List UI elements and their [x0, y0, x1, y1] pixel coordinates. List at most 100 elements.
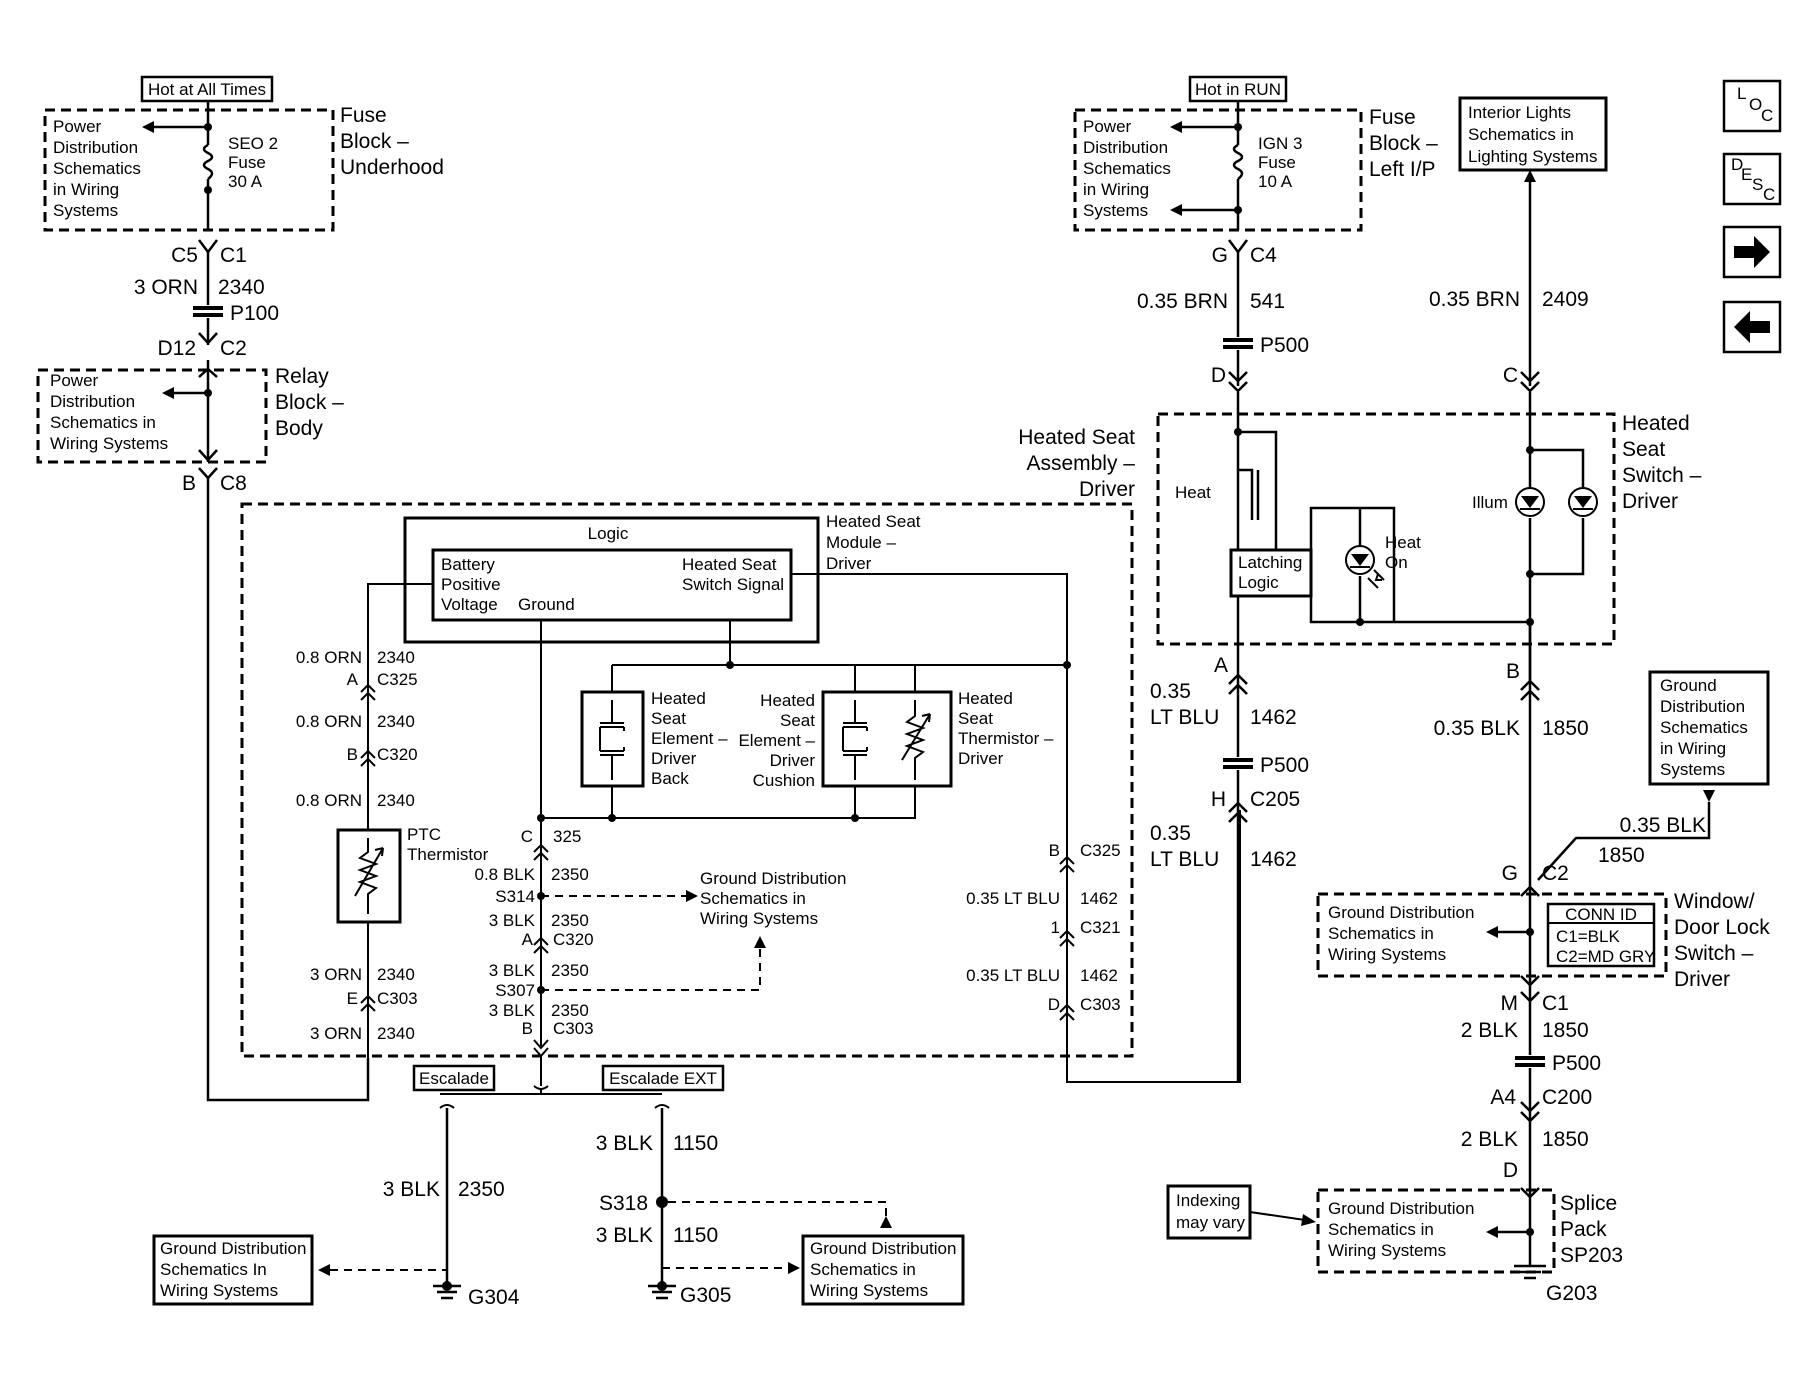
circuit-label: 2340 — [377, 965, 415, 984]
ign3-fuse-symbol — [1232, 143, 1244, 180]
seat-switch-name-2: Seat — [1622, 438, 1665, 461]
wire-label: 0.8 BLK — [475, 865, 536, 884]
circuit-label: 2350 — [551, 911, 589, 930]
connector-chevron-icon — [533, 843, 549, 861]
heated-seat-module: Logic Battery Positive Voltage Ground He… — [403, 512, 921, 644]
passthru-p500-label: P500 — [1260, 754, 1309, 777]
wire-label: 3 BLK — [596, 1132, 653, 1155]
connector-label: C303 — [553, 1019, 594, 1038]
signal-harness: B C325 0.35 LT BLU 1462 1 C321 0.35 LT B… — [966, 841, 1121, 1021]
connector-c1-label: C1 — [1542, 992, 1569, 1015]
next-arrow-button[interactable] — [1722, 225, 1782, 279]
ground-ref-4: in Wiring — [1660, 739, 1726, 758]
junction-dot — [1063, 661, 1071, 669]
connector-chevron-icon — [1228, 673, 1248, 695]
wire-feed-to-ptc — [206, 478, 370, 1102]
arrow-left-icon — [162, 387, 174, 399]
wire-label: 3 ORN — [310, 965, 362, 984]
ground-ref-3: Schematics — [1660, 718, 1748, 737]
relay-block-outline — [36, 368, 268, 464]
pin-d-label: D — [1503, 1159, 1518, 1182]
element-back-label-2: Seat — [651, 709, 686, 728]
ground-ref-right-3: Wiring Systems — [810, 1281, 928, 1300]
junction-dot — [726, 661, 734, 669]
connector-label: C321 — [1080, 918, 1121, 937]
ptc-thermistor-icon — [354, 838, 384, 914]
splice-pack-outline — [1316, 1188, 1556, 1274]
ground-ref-2: Distribution — [1660, 697, 1745, 716]
interior-lights-box — [1458, 96, 1608, 172]
arrow-left-icon — [1170, 204, 1182, 216]
battery-label-1: Battery — [441, 555, 495, 574]
pin-a-label: A — [1214, 654, 1228, 677]
prev-button-frame[interactable] — [1722, 300, 1782, 354]
ground-harness: C 325 0.8 BLK 2350 S314 3 BLK 2350 A C32… — [475, 827, 846, 1058]
loc-button[interactable]: L O C — [1722, 79, 1782, 133]
connector-c205-label: C205 — [1250, 788, 1300, 811]
element-cushion-box — [821, 690, 953, 788]
pin-label: A — [522, 930, 534, 949]
fuse-block-ip-name-2: Block – — [1369, 132, 1438, 155]
splice-ground-ref-1: Ground Distribution — [1328, 1199, 1474, 1218]
connector-chevron-icon — [1059, 929, 1075, 947]
seat-assembly-name-3: Driver — [1079, 478, 1135, 501]
circuit-label: 1462 — [1250, 848, 1297, 871]
arrow-up-icon — [880, 1216, 892, 1228]
arrow-right-icon — [1734, 236, 1770, 268]
branch-wire — [1537, 802, 1711, 881]
ip-ref-4: in Wiring — [1083, 180, 1149, 199]
battery-label-3: Voltage — [441, 595, 498, 614]
prev-arrow-button[interactable] — [1722, 300, 1782, 354]
junction-dot — [608, 814, 616, 822]
junction-dot — [204, 186, 212, 194]
relay-ref-1: Power — [50, 371, 99, 390]
desc-letter-d: D — [1731, 155, 1743, 174]
ign3-fuse-label-3: 10 A — [1258, 172, 1293, 191]
seo2-fuse-label-1: SEO 2 — [228, 134, 278, 153]
splice-pack-name-2: Pack — [1560, 1218, 1607, 1241]
option-break-icon — [654, 1104, 670, 1109]
indexing-label-1: Indexing — [1176, 1191, 1240, 1210]
thermistor-icon — [901, 700, 931, 780]
seat-assembly-name-1: Heated Seat — [1018, 426, 1135, 449]
led-triangle — [1574, 496, 1592, 508]
ign3-fuse-label-1: IGN 3 — [1258, 134, 1302, 153]
splice-pack-name-3: SP203 — [1560, 1244, 1623, 1267]
switch-signal-label-1: Heated Seat — [682, 555, 777, 574]
desc-button[interactable]: D E S C — [1722, 152, 1782, 206]
ground-ref-right-2: Schematics in — [810, 1260, 916, 1279]
element-back-label-3: Element – — [651, 729, 728, 748]
pin-g-label: G — [1502, 862, 1518, 885]
branch-circuit-label: 1850 — [1598, 844, 1645, 867]
junction-dot — [1526, 570, 1534, 578]
ground-g203-label: G203 — [1546, 1282, 1597, 1305]
connector-b-label: B — [182, 472, 196, 495]
relay-ref-2: Distribution — [50, 392, 135, 411]
heated-seat-element-cushion: Heated Seat Element – Driver Cushion Hea… — [738, 689, 1054, 790]
connector-chevron-icon — [360, 994, 376, 1012]
wire-label: 0.8 ORN — [296, 648, 362, 667]
latching-logic-box — [1229, 548, 1313, 598]
illum-led-icon — [1515, 487, 1545, 517]
connector-c2-label: C2 — [220, 337, 247, 360]
arrow-left-icon — [1734, 311, 1770, 343]
element-cushion-label-5: Cushion — [753, 771, 815, 790]
desc-button-frame[interactable] — [1722, 152, 1782, 206]
splice-s318-dot — [656, 1196, 668, 1208]
ground-ref-right-box — [801, 1234, 965, 1306]
heat-on-led-icon — [1345, 545, 1375, 575]
circuit-label: 1462 — [1080, 966, 1118, 985]
power-dist-ref-4: in Wiring — [53, 180, 119, 199]
ground-ref-left-3: Wiring Systems — [160, 1281, 278, 1300]
connector-c5-label: C5 — [171, 244, 198, 267]
gauge-label: 0.35 — [1150, 822, 1191, 845]
ground-g305-label: G305 — [680, 1284, 731, 1307]
element-returns — [611, 786, 856, 818]
logic-inner-box — [431, 548, 793, 622]
wire-label: 3 BLK — [489, 961, 536, 980]
splice-pack-name-1: Splice — [1560, 1192, 1617, 1215]
ptc-label-2: Thermistor — [407, 845, 489, 864]
relay-block-name-3: Body — [275, 417, 323, 440]
loc-button-frame[interactable] — [1722, 79, 1782, 133]
ign3-fuse-label-2: Fuse — [1258, 153, 1296, 172]
